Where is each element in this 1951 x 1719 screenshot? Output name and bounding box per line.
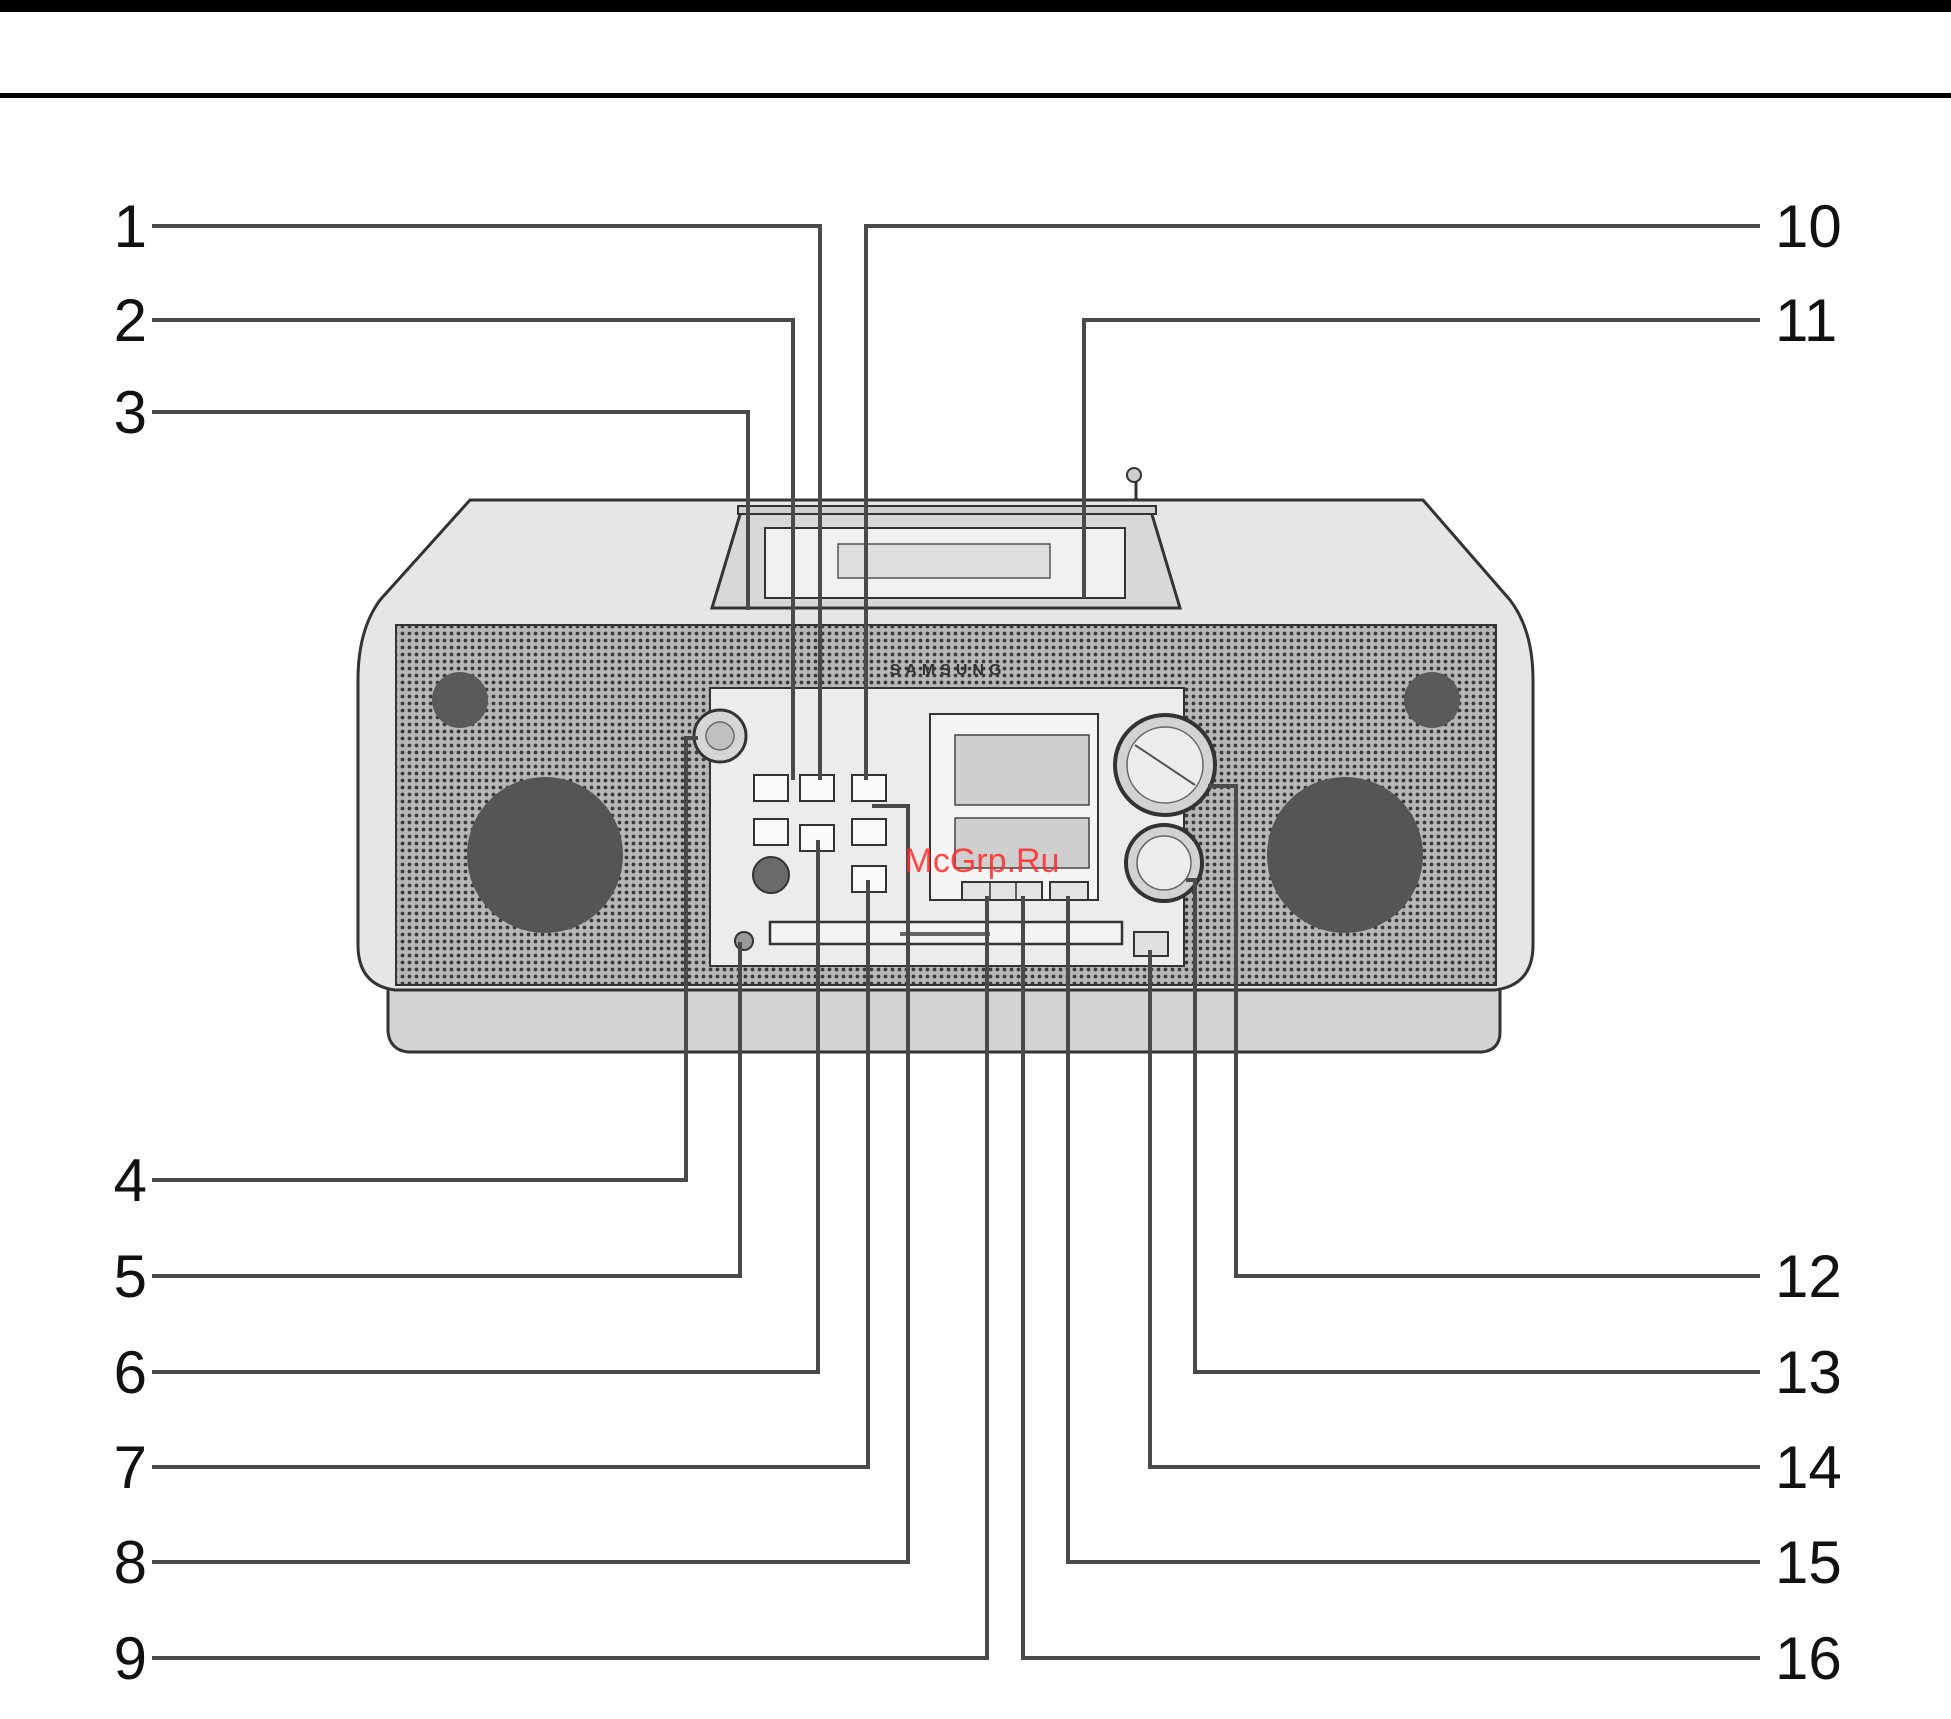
play-pause-button[interactable]: [800, 775, 834, 801]
callout-14: 14: [1775, 1434, 1842, 1501]
base-plinth: [388, 985, 1500, 1052]
function-button[interactable]: [754, 775, 788, 801]
callout-16: 16: [1775, 1625, 1842, 1692]
left-woofer: [467, 777, 623, 933]
watermark: McGrp.Ru: [905, 842, 1060, 880]
callout-6: 6: [114, 1339, 147, 1406]
power-icon: [706, 722, 734, 750]
phones-jack[interactable]: [735, 932, 753, 950]
top-housing-lip: [738, 506, 1156, 514]
callout-7: 7: [114, 1434, 147, 1501]
tuning-knob-cap: [1137, 836, 1191, 890]
callout-9: 9: [114, 1625, 147, 1692]
callout-11: 11: [1775, 287, 1837, 354]
cd-slot-opening: [900, 932, 990, 936]
right-woofer: [1267, 777, 1423, 933]
top-rule: [0, 0, 1951, 12]
antenna-tip-icon: [1127, 468, 1141, 482]
mode-button[interactable]: [754, 819, 788, 845]
top-lid-display: [838, 544, 1050, 578]
callout-3: 3: [114, 379, 147, 446]
callout-12: 12: [1775, 1243, 1842, 1310]
right-tweeter: [1404, 672, 1460, 728]
header-rule: [0, 93, 1951, 98]
skip-back-button[interactable]: [852, 819, 886, 845]
callout-8: 8: [114, 1529, 147, 1596]
callout-10: 10: [1775, 193, 1842, 260]
callout-15: 15: [1775, 1529, 1842, 1596]
remote-sensor: [753, 857, 789, 893]
display-screen-upper: [955, 735, 1089, 805]
brand-logo: SAMSUNG: [890, 662, 1007, 679]
callout-5: 5: [114, 1243, 147, 1310]
band-selector[interactable]: [962, 882, 1042, 900]
callout-1: 1: [114, 193, 147, 260]
callout-4: 4: [114, 1147, 147, 1214]
callout-2: 2: [114, 287, 147, 354]
skip-forward-button[interactable]: [852, 775, 886, 801]
callout-13: 13: [1775, 1339, 1842, 1406]
boombox-illustration: SAMSUNG: [358, 468, 1533, 1052]
left-tweeter: [432, 672, 488, 728]
